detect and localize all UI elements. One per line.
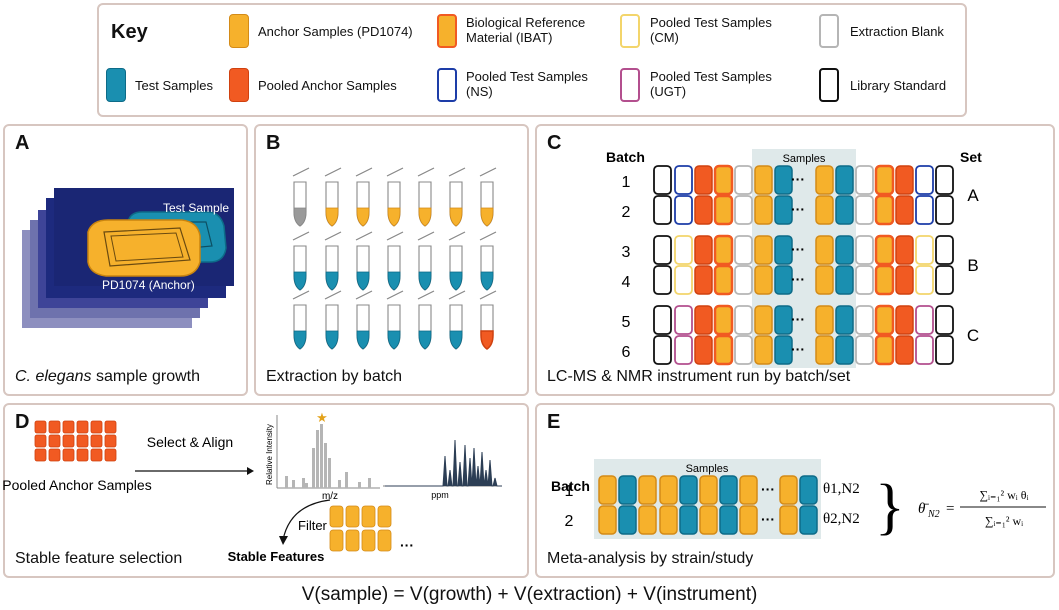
cm-swatch bbox=[620, 14, 640, 48]
panel-e-caption: Meta-analysis by strain/study bbox=[547, 550, 754, 567]
test-swatch bbox=[106, 68, 126, 102]
panel-a-plates: Test Sample PD1074 (Anchor) bbox=[22, 188, 234, 328]
blank-swatch bbox=[819, 14, 839, 48]
panel-b-caption: Extraction by batch bbox=[266, 368, 403, 385]
panel-a-label: A bbox=[15, 132, 30, 154]
libstd-swatch bbox=[819, 68, 839, 102]
panel-e: E Meta-analysis by strain/study bbox=[535, 403, 1055, 578]
panel-c: C LC-MS & NMR instrument run by batch/se… bbox=[535, 124, 1055, 396]
panel-c-label: C bbox=[547, 132, 562, 154]
ugt-swatch bbox=[620, 68, 640, 102]
panel-b-label: B bbox=[266, 132, 281, 154]
key-label-ns: Pooled Test Samples (NS) bbox=[466, 69, 588, 99]
caption-rest: sample growth bbox=[91, 368, 200, 385]
key-label-libstd: Library Standard bbox=[850, 78, 947, 93]
panel-c-caption: LC-MS & NMR instrument run by batch/set bbox=[547, 368, 851, 385]
test-sample-text: Test Sample bbox=[163, 201, 229, 215]
panel-d: D Stable feature selection bbox=[3, 403, 529, 578]
key-label-cm: Pooled Test Samples (CM) bbox=[650, 15, 772, 45]
species-name: C. elegans bbox=[15, 368, 92, 385]
panel-e-label: E bbox=[547, 411, 561, 433]
anchor-swatch bbox=[229, 14, 249, 48]
ns-swatch bbox=[437, 68, 457, 102]
pooled-anchor-swatch bbox=[229, 68, 249, 102]
anchor-text: PD1074 (Anchor) bbox=[102, 278, 195, 292]
panel-b: B Extraction by batch bbox=[254, 124, 529, 396]
key-label-pooled-anchor: Pooled Anchor Samples bbox=[258, 78, 397, 93]
variance-equation: V(sample) = V(growth) + V(extraction) + … bbox=[301, 584, 758, 605]
panel-a-caption: C. elegans sample growth bbox=[15, 368, 200, 386]
key-title: Key bbox=[111, 21, 148, 43]
key-label-ugt: Pooled Test Samples (UGT) bbox=[650, 69, 772, 99]
key-label-blank: Extraction Blank bbox=[850, 24, 944, 39]
key-label-anchor: Anchor Samples (PD1074) bbox=[258, 24, 413, 39]
panel-d-label: D bbox=[15, 411, 30, 433]
bib-swatch bbox=[437, 14, 457, 48]
key-label-bib: Biological Reference Material (IBAT) bbox=[466, 15, 586, 45]
panel-d-caption: Stable feature selection bbox=[15, 550, 183, 567]
key-label-test: Test Samples bbox=[135, 78, 214, 93]
